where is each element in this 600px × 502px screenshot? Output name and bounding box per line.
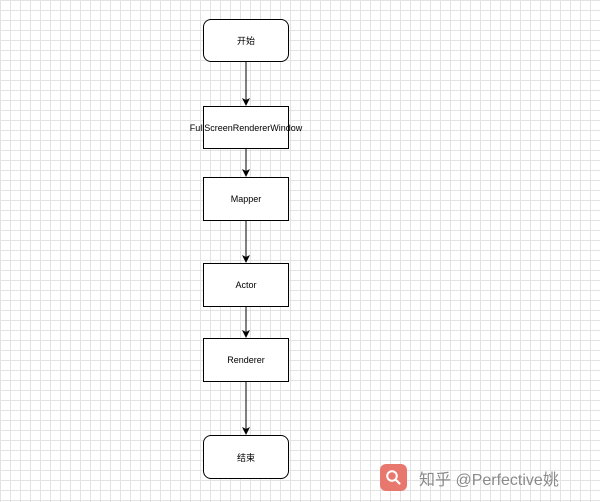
mapper-node-label: Mapper (230, 194, 262, 204)
fullscreen-window-node-label: FullScreenRendererWindow (189, 122, 303, 133)
end-node-label: 结束 (236, 452, 255, 463)
start-node[interactable]: 开始 (203, 19, 289, 62)
actor-node-label: Actor (235, 280, 257, 290)
zhihu-watermark: 知乎 @Perfective姚 (380, 464, 559, 491)
search-icon (380, 464, 407, 491)
end-node[interactable]: 结束 (203, 435, 289, 479)
renderer-node-label: Renderer (227, 355, 265, 365)
actor-node[interactable]: Actor (203, 263, 289, 307)
watermark-text: 知乎 @Perfective姚 (419, 471, 559, 489)
start-node-label: 开始 (236, 36, 255, 46)
renderer-node[interactable]: Renderer (203, 338, 289, 382)
mapper-node[interactable]: Mapper (203, 177, 289, 221)
fullscreen-window-node[interactable]: FullScreenRendererWindow (190, 106, 302, 149)
